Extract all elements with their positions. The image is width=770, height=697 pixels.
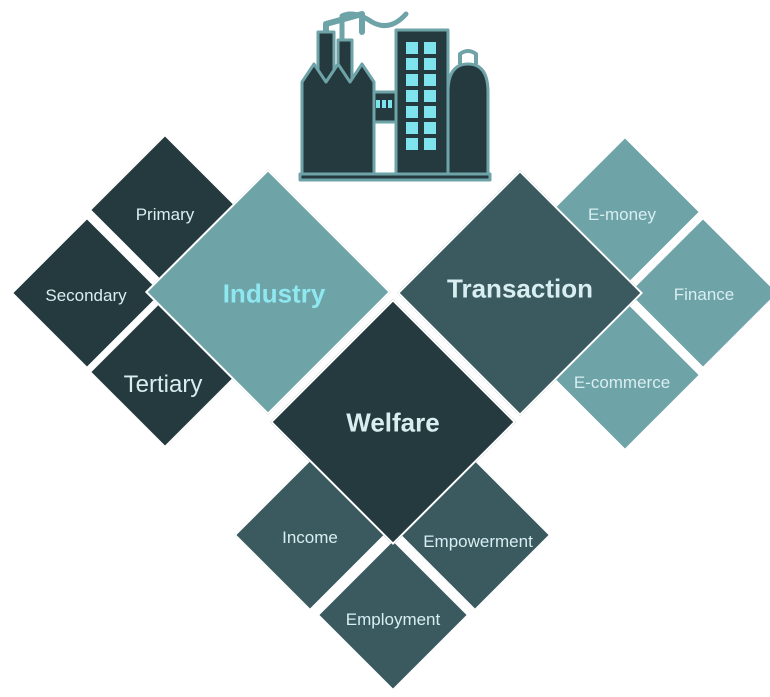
emoney-label: E-money [587,205,657,224]
industry-label: Industry [222,278,326,309]
employment-label: Employment [345,610,441,629]
empowerment-label: Empowerment [423,532,533,551]
secondary-label: Secondary [45,286,127,305]
factory-icon [298,11,492,182]
ecommerce-label: E-commerce [573,373,671,392]
income-label: Income [282,528,338,547]
tertiary-label: Tertiary [123,371,203,398]
welfare-label: Welfare [346,407,440,438]
primary-label: Primary [135,205,195,224]
finance-label: Finance [673,285,735,304]
transaction-label: Transaction [447,273,593,304]
